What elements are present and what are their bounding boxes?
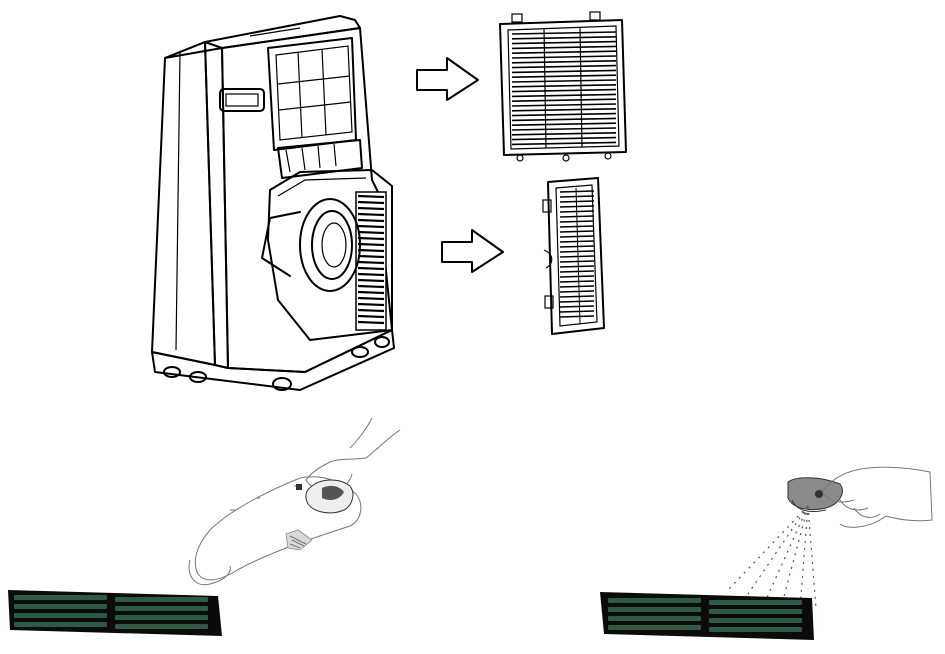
air-conditioner-unit <box>151 15 395 391</box>
vacuum-cleaning-step <box>188 417 401 586</box>
grille-filter-right <box>600 592 814 640</box>
spray-cleaning-step <box>727 466 933 609</box>
arrow-to-upper-filter <box>416 57 479 101</box>
grille-filter-left <box>8 590 222 636</box>
upper-air-filter <box>499 11 627 162</box>
arrow-to-lower-filter <box>441 229 504 273</box>
lower-air-filter <box>542 177 605 335</box>
